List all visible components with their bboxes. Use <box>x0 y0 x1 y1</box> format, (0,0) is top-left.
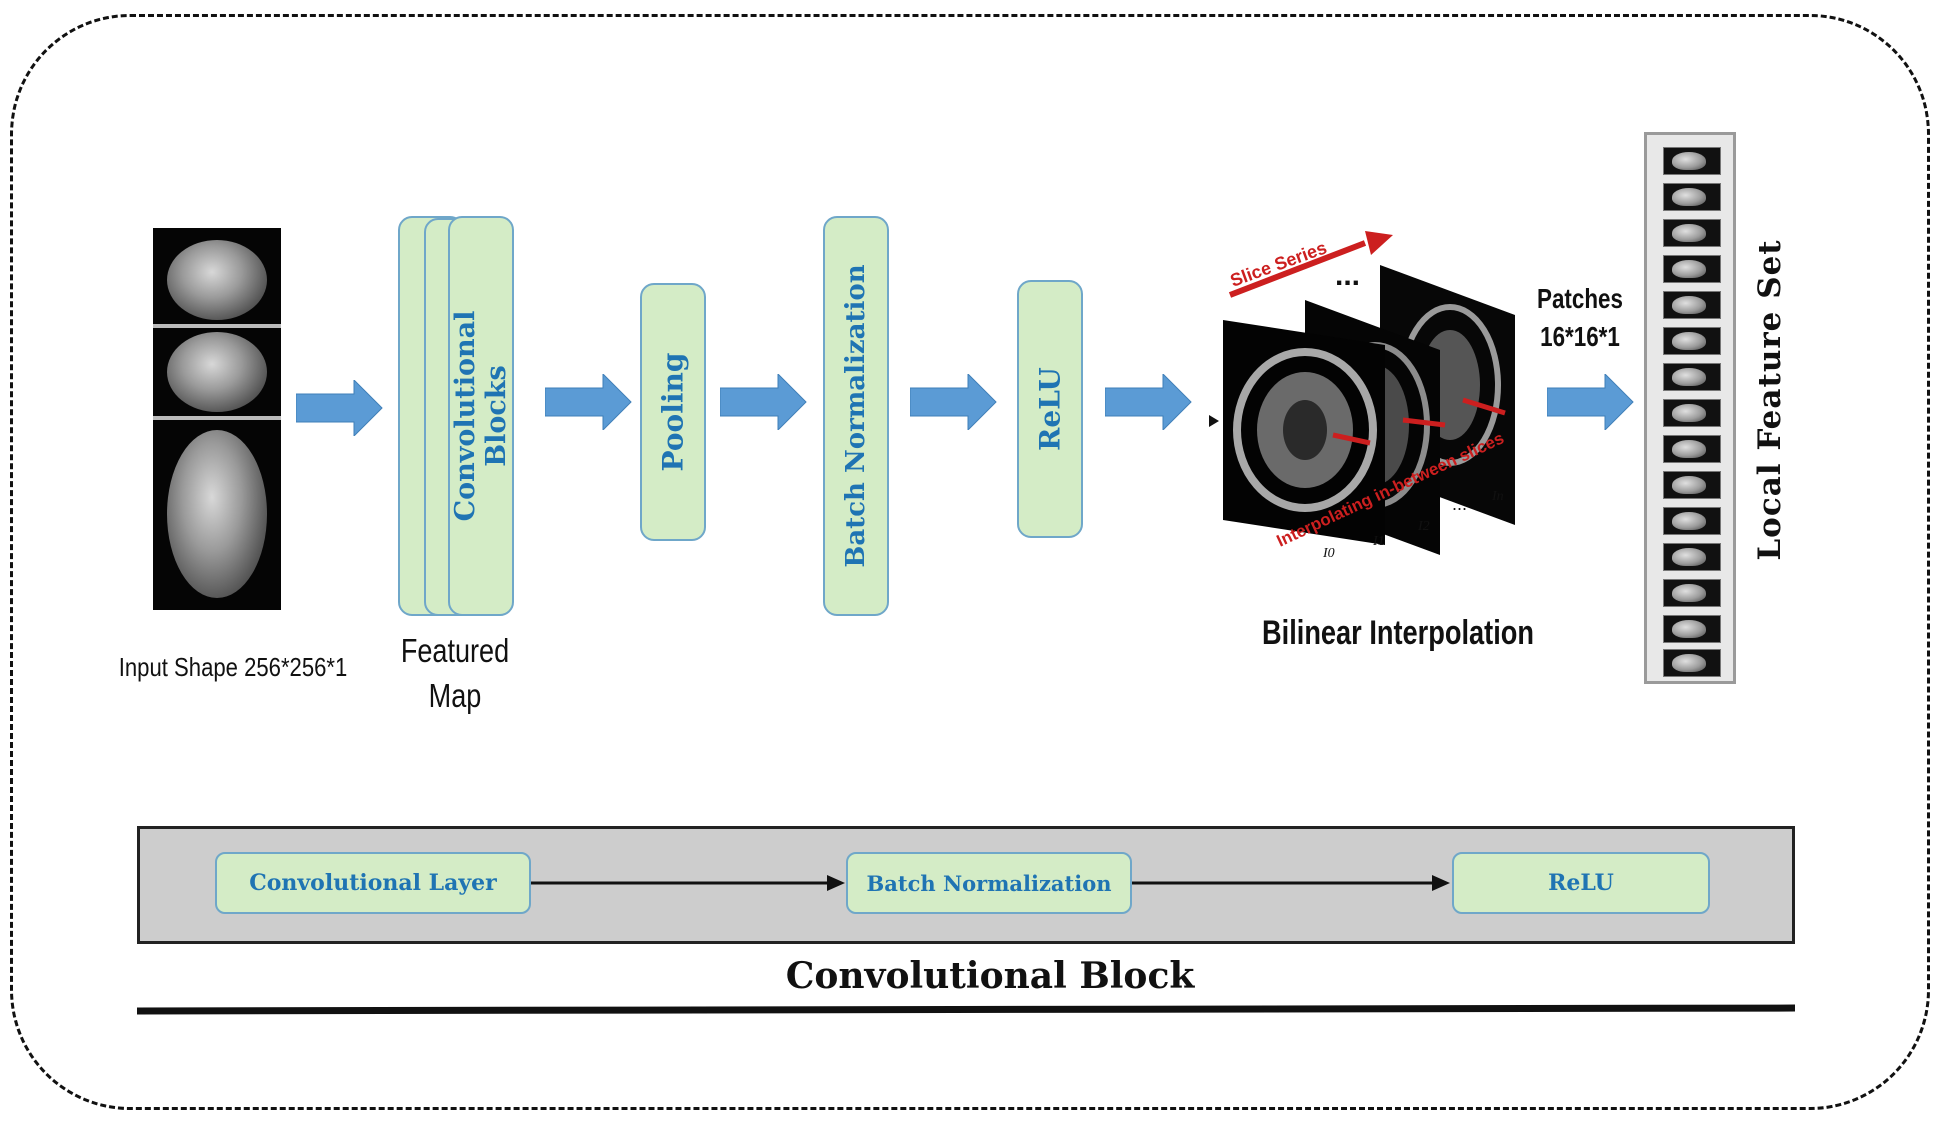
featured-map-caption: Featured Map <box>394 628 517 718</box>
patch-tile <box>1663 219 1721 247</box>
featured-map-line2: Map <box>428 677 482 714</box>
mri-divider <box>153 324 281 328</box>
interp-arrow-3 <box>1462 397 1506 416</box>
patch-tile <box>1663 255 1721 283</box>
index-label-ellipsis: ... <box>1452 494 1467 514</box>
bilinear-interpolation-caption: Bilinear Interpolation <box>1262 614 1535 652</box>
arrow-right-4 <box>910 374 997 430</box>
conv-layer-box: Convolutional Layer <box>215 852 531 914</box>
mri-divider <box>153 416 281 420</box>
featured-map-line1: Featured <box>400 632 510 669</box>
patch-tile <box>1663 543 1721 571</box>
input-shape-caption: Input Shape 256*256*1 <box>118 652 348 682</box>
arrow-right-1 <box>296 380 383 436</box>
arrow-right-6 <box>1547 374 1634 430</box>
patches-line1: Patches <box>1537 283 1623 314</box>
local-feature-set-strip <box>1644 132 1736 684</box>
brain-slice-bottom <box>167 430 267 598</box>
slice-series-arrow <box>1228 240 1367 298</box>
outer-dashed-frame <box>10 14 1930 1110</box>
bilinear-interpolation-figure: Slice Series Interpolating in-between sl… <box>1209 231 1515 561</box>
local-feature-set-label-wrap: Local Feature Set <box>1745 200 1795 600</box>
block-batch-norm-box: Batch Normalization <box>846 852 1132 914</box>
patches-caption: Patches 16*16*1 <box>1536 280 1624 356</box>
arrow-right-3 <box>720 374 807 430</box>
patch-tile <box>1663 291 1721 319</box>
block-arrow-2 <box>1132 875 1450 891</box>
index-label-1: I1 <box>1372 534 1385 549</box>
top-ellipsis: ... <box>1335 259 1360 292</box>
index-label-0: I0 <box>1322 546 1335 561</box>
block-relu-box: ReLU <box>1452 852 1710 914</box>
patch-tile <box>1663 615 1721 643</box>
conv-blocks-box: Convolutional Blocks <box>448 216 514 616</box>
batch-normalization-label: Batch Normalization <box>841 264 871 568</box>
patch-tile <box>1663 399 1721 427</box>
relu-box: ReLU <box>1017 280 1083 538</box>
arrow-right-5 <box>1105 374 1192 430</box>
patch-tile <box>1663 327 1721 355</box>
patch-tile <box>1663 363 1721 391</box>
patch-tile <box>1663 507 1721 535</box>
brain-slice-top <box>167 240 267 320</box>
pooling-label: Pooling <box>656 352 690 472</box>
index-label-n: In <box>1491 489 1504 504</box>
block-arrow-1 <box>531 875 845 891</box>
patch-tile <box>1663 649 1721 677</box>
local-feature-set-label: Local Feature Set <box>1752 239 1788 561</box>
relu-label: ReLU <box>1033 367 1067 451</box>
patch-tile <box>1663 471 1721 499</box>
batch-normalization-box: Batch Normalization <box>823 216 889 616</box>
left-marker-triangle <box>1209 415 1219 427</box>
patches-line2: 16*16*1 <box>1540 321 1620 352</box>
slice-series-arrowhead <box>1365 231 1393 255</box>
pooling-box: Pooling <box>640 283 706 541</box>
conv-blocks-label: Convolutional Blocks <box>450 310 512 522</box>
slice-front <box>1223 320 1385 545</box>
interp-arrow-2 <box>1402 417 1446 428</box>
patch-tile <box>1663 435 1721 463</box>
patch-tile <box>1663 183 1721 211</box>
index-label-2: I2 <box>1417 519 1430 534</box>
interp-arrow-1 <box>1332 432 1371 446</box>
patch-tile <box>1663 579 1721 607</box>
input-mri-image <box>153 228 281 610</box>
brain-slice-middle <box>167 332 267 412</box>
arrow-right-2 <box>545 374 632 430</box>
convolutional-block-title: Convolutional Block <box>785 955 1195 997</box>
patch-tile <box>1663 147 1721 175</box>
